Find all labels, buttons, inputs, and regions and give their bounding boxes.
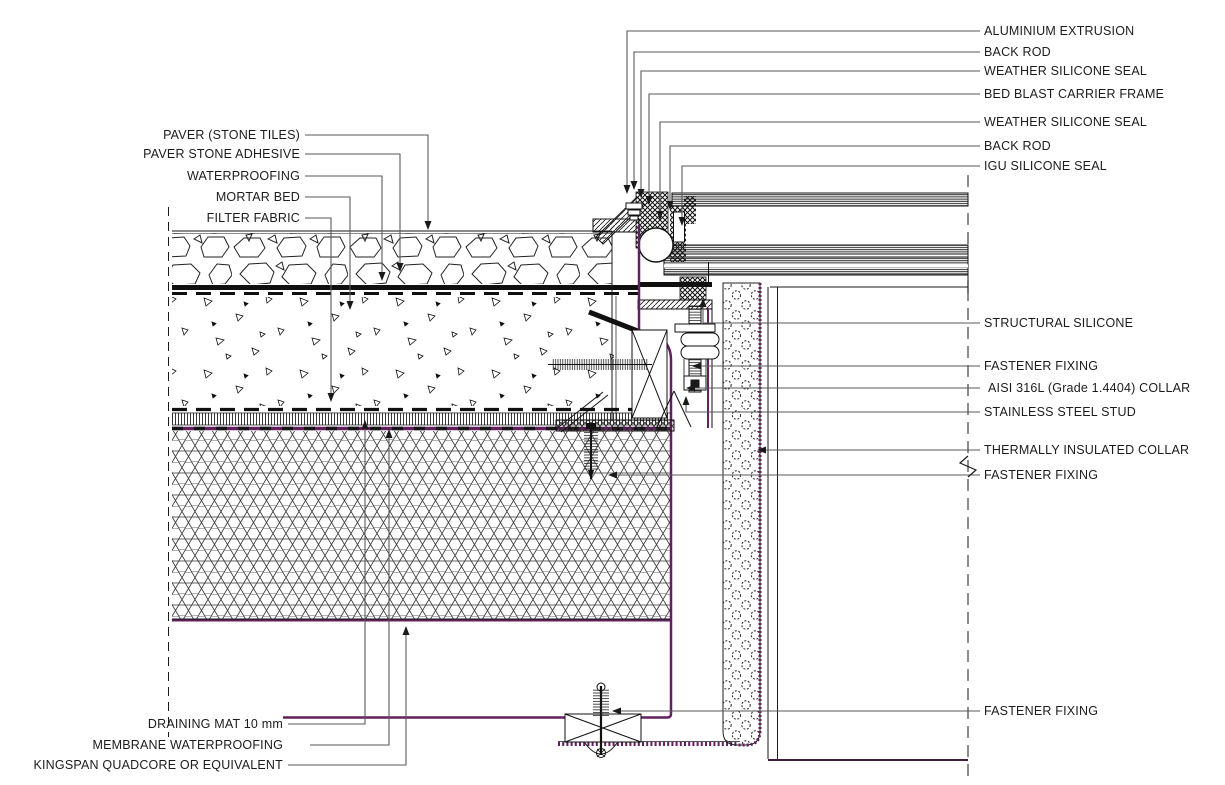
label-fastener-fixing-2: FASTENER FIXING <box>984 468 1099 482</box>
back-rod-upper <box>673 211 685 243</box>
label-mortar-bed: MORTAR BED <box>215 190 300 204</box>
collar-lobe-upper <box>680 332 720 347</box>
label-aisi-collar: AISI 316L (Grade 1.4404) COLLAR <box>988 381 1191 395</box>
label-fastener-fixing-1: FASTENER FIXING <box>984 359 1099 373</box>
label-waterproofing: WATERPROOFING <box>186 169 300 183</box>
bottom-fastener <box>564 682 642 758</box>
label-stainless-steel-stud: STAINLESS STEEL STUD <box>984 405 1136 419</box>
section-cut-lines <box>168 175 969 780</box>
draining-mat-layer <box>172 413 672 425</box>
break-symbol <box>958 455 978 478</box>
label-draining-mat: DRAINING MAT 10 mm <box>147 717 283 731</box>
label-weather-silicone-seal-1: WEATHER SILICONE SEAL <box>984 64 1148 78</box>
label-back-rod-1: BACK ROD <box>984 45 1051 59</box>
glazing-unit <box>663 192 969 276</box>
mid-fastener <box>584 423 598 480</box>
label-weather-silicone-seal-2: WEATHER SILICONE SEAL <box>984 115 1148 129</box>
label-aluminium-extrusion: ALUMINIUM EXTRUSION <box>984 24 1135 38</box>
label-thermally-insulated-collar: THERMALLY INSULATED COLLAR <box>984 443 1190 457</box>
membrane-wrap <box>283 431 673 719</box>
leader-lines <box>288 30 980 766</box>
label-membrane-waterproofing: MEMBRANE WATERPROOFING <box>92 738 283 752</box>
igu-seal-block <box>684 196 696 224</box>
label-bed-blast-carrier-frame: BED BLAST CARRIER FRAME <box>984 87 1165 101</box>
anchor-bracket <box>548 329 692 433</box>
mortar-bed-layer <box>172 297 614 406</box>
insulated-collar-column <box>722 280 969 761</box>
leader-arrowheads <box>327 181 766 715</box>
collar-lobe-lower <box>680 345 720 360</box>
label-fastener-fixing-3: FASTENER FIXING <box>984 704 1099 718</box>
bracket-seat <box>592 218 640 233</box>
paver-layer <box>172 233 612 284</box>
label-kingspan-quadcore: KINGSPAN QUADCORE OR EQUIVALENT <box>33 758 283 772</box>
label-structural-silicone: STRUCTURAL SILICONE <box>984 316 1134 330</box>
back-rod-circle <box>638 227 674 263</box>
inner-glass-pane-a <box>671 244 969 255</box>
bracket-base-plate <box>555 419 675 432</box>
label-back-rod-2: BACK ROD <box>984 139 1051 153</box>
label-paver-stone-tiles: PAVER (STONE TILES) <box>163 128 300 142</box>
label-paver-stone-adhesive: PAVER STONE ADHESIVE <box>143 147 300 161</box>
structural-silicone-block <box>679 276 707 301</box>
label-igu-silicone-seal: IGU SILICONE SEAL <box>984 159 1107 173</box>
adhesive-layer <box>172 285 638 290</box>
label-filter-fabric: FILTER FABRIC <box>206 211 300 225</box>
outer-glass-pane <box>671 192 969 207</box>
stud-assembly <box>674 305 720 393</box>
